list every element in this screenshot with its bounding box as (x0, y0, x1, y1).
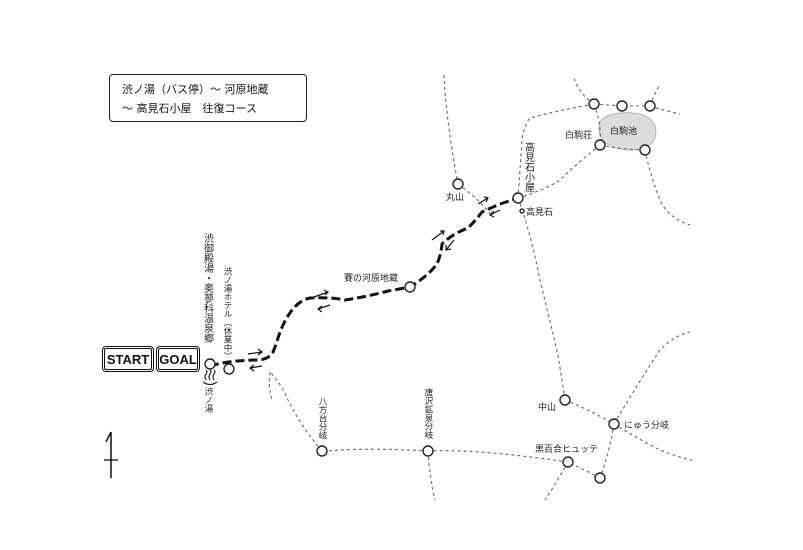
label-maruyama: 丸山 (446, 191, 464, 203)
label-shirakomaso: 白駒荘 (565, 129, 592, 141)
node-nyu (608, 418, 620, 430)
goal-badge: GOAL (158, 348, 198, 370)
node-happou (316, 445, 328, 457)
node-jct-2 (616, 100, 628, 112)
node-karasawa (422, 445, 434, 457)
course-title-line-2: 〜 高見石小屋 往復コース (122, 102, 257, 115)
start-badge: START (104, 348, 152, 370)
course-title-box: 渋ノ湯（バス停）〜 河原地蔵 〜 高見石小屋 往復コース (109, 74, 307, 122)
label-shibugoten: 渋御殿湯・奥蓼科温泉郷 (202, 232, 214, 344)
node-takamiishi-hut (512, 192, 524, 204)
node-kurobyakuhutte (562, 456, 574, 468)
waypoints (204, 98, 656, 484)
node-pond-east (639, 144, 651, 156)
north-arrow-icon (104, 431, 118, 478)
hot-spring-icon (202, 369, 218, 386)
course-route (209, 196, 519, 368)
label-shibunoyu-hotel: 渋ノ湯ホテル（休業中） (222, 266, 232, 360)
node-jct-1 (588, 98, 600, 110)
node-shirakomaso (594, 139, 606, 151)
node-maruyama (452, 178, 464, 190)
node-shibunoyu-hotel (223, 363, 235, 375)
label-shirakoma-pond: 白駒池 (610, 125, 637, 137)
node-takamiishi (519, 208, 525, 214)
label-shibunoyu: 渋ノ湯 (203, 386, 213, 413)
label-karasawa: 唐沢鉱泉分岐 (423, 387, 433, 440)
course-title-line-1: 渋ノ湯（バス停）〜 河原地蔵 (122, 83, 269, 96)
label-nyu: にゅう分岐 (624, 419, 669, 431)
node-sainokawara (404, 281, 416, 293)
node-jct-3 (644, 100, 656, 112)
direction-arrows (247, 196, 501, 372)
trail-network (268, 74, 693, 501)
label-kurobyakuhutte: 黒百合ヒュッテ (535, 443, 598, 455)
label-happou: 八方台分岐 (317, 397, 327, 440)
node-shibugoten (204, 358, 216, 370)
node-nakayama (559, 394, 571, 406)
label-takamiishi: 高見石 (526, 206, 553, 218)
label-takamiishi-hut: 高見石小屋 (523, 141, 535, 192)
node-south (594, 472, 606, 484)
label-nakayama: 中山 (538, 401, 556, 413)
label-sainokawara: 賽の河原地蔵 (344, 272, 398, 284)
